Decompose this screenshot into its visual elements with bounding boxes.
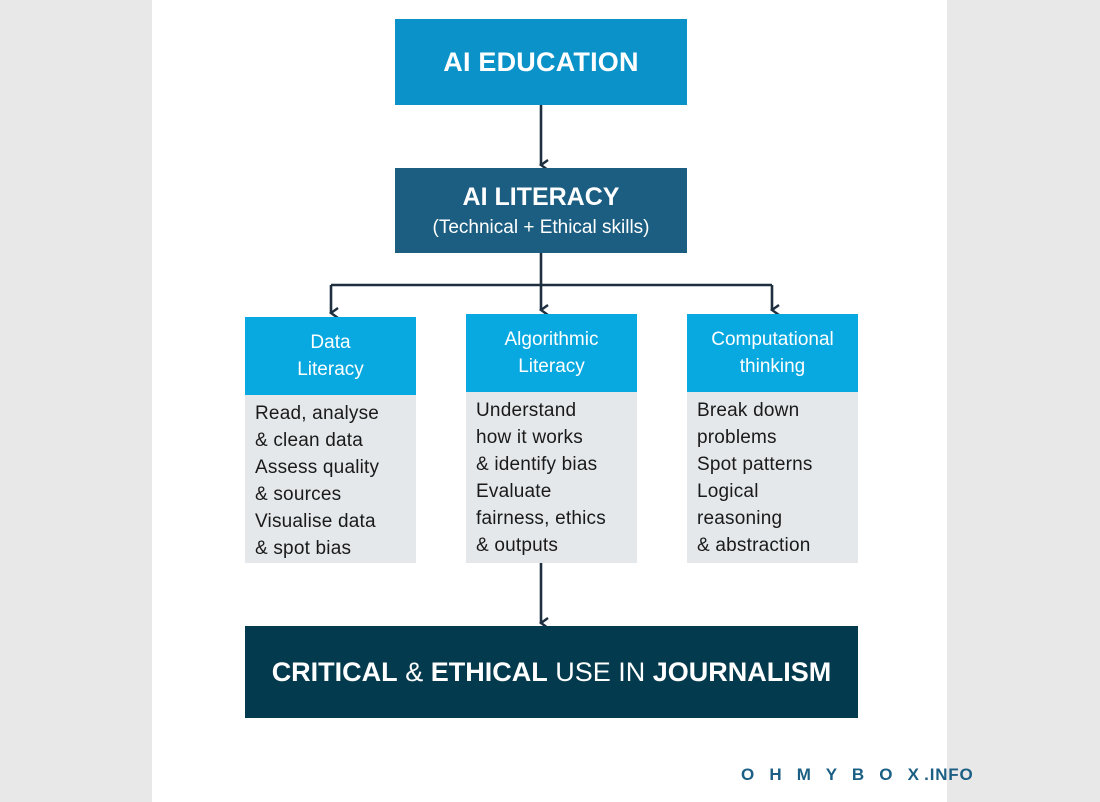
ai-literacy-subtitle: (Technical + Ethical skills): [432, 216, 650, 238]
heading-line: thinking: [739, 356, 806, 377]
ai-education-box: AI EDUCATION: [395, 19, 687, 105]
ampersand: &: [405, 656, 424, 687]
list-item: & clean data: [255, 430, 364, 451]
ai-literacy-box: AI LITERACY (Technical + Ethical skills): [395, 168, 687, 253]
list-item: & identify bias: [476, 454, 598, 475]
algorithmic-literacy-items: Understand how it works & identify bias …: [466, 392, 637, 563]
journalism-box: CRITICAL & ETHICAL USE IN JOURNALISM: [245, 626, 858, 718]
list-item: & sources: [255, 484, 342, 505]
computational-thinking-heading: Computational thinking: [687, 314, 858, 392]
heading-line: Computational: [711, 329, 834, 350]
computational-thinking-items: Break down problems Spot patterns Logica…: [687, 392, 858, 563]
watermark-letters: O H M Y B O X: [741, 765, 925, 784]
list-item: reasoning: [697, 508, 783, 529]
list-item: & abstraction: [697, 535, 811, 556]
list-item: & spot bias: [255, 538, 352, 559]
algorithmic-literacy-heading: Algorithmic Literacy: [466, 314, 637, 392]
site-watermark: O H M Y B O X.INFO: [741, 765, 974, 785]
list-item: Spot patterns: [697, 454, 813, 475]
list-item: Read, analyse: [255, 403, 380, 424]
list-item: & outputs: [476, 535, 559, 556]
list-item: problems: [697, 427, 777, 448]
list-item: how it works: [476, 427, 583, 448]
journalism-word: JOURNALISM: [652, 656, 832, 687]
list-item: Visualise data: [255, 511, 376, 532]
list-item: Assess quality: [255, 457, 380, 478]
heading-line: Algorithmic: [504, 329, 599, 350]
watermark-domain: .INFO: [924, 765, 974, 784]
heading-line: Literacy: [518, 356, 585, 377]
ai-literacy-title: AI LITERACY: [462, 182, 620, 211]
list-item: Break down: [697, 400, 800, 421]
critical-word: CRITICAL: [271, 656, 398, 687]
heading-line: Literacy: [297, 359, 364, 380]
data-literacy-heading: Data Literacy: [245, 317, 416, 395]
list-item: Logical: [697, 481, 759, 502]
ethical-word: ETHICAL: [430, 656, 548, 687]
ai-education-title: AI EDUCATION: [443, 46, 639, 77]
data-literacy-items: Read, analyse & clean data Assess qualit…: [245, 395, 416, 563]
list-item: Evaluate: [476, 481, 552, 502]
list-item: Understand: [476, 400, 577, 421]
list-item: fairness, ethics: [476, 508, 606, 529]
heading-line: Data: [310, 332, 351, 353]
use-in-text: USE IN: [555, 656, 646, 687]
